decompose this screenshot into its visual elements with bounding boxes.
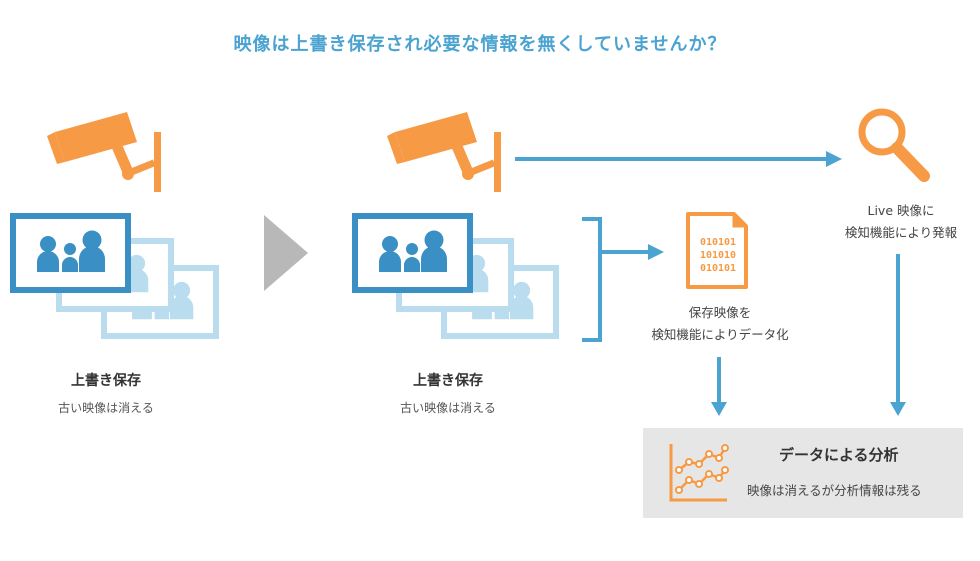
analysis-box: データによる分析 映像は消えるが分析情報は残る: [643, 428, 963, 518]
middle-camera-icon: [387, 112, 501, 192]
live-desc-line: Live 映像に: [867, 203, 935, 218]
file-desc-line: 検知機能によりデータ化: [651, 327, 789, 342]
file-description: 保存映像を 検知機能によりデータ化: [630, 302, 810, 346]
left-monitor-people-icon: [10, 213, 131, 293]
middle-label: 上書き保存: [413, 373, 483, 389]
left-label: 上書き保存: [71, 373, 141, 389]
binary-line: 010101: [699, 263, 737, 274]
page-title: 映像は上書き保存され必要な情報を無くしていませんか？: [233, 34, 727, 55]
left-sub: 古い映像は消える: [58, 401, 154, 415]
magnifier-icon: [858, 108, 930, 182]
left-camera-icon: [47, 112, 161, 192]
middle-sub: 古い映像は消える: [400, 401, 496, 415]
binary-line: 101010: [699, 250, 737, 261]
bracket: [582, 217, 602, 342]
file-desc-line: 保存映像を: [688, 305, 752, 320]
binary-line: 010101: [699, 237, 737, 248]
binary-text: 010101 101010 010101: [690, 236, 746, 275]
middle-monitor-people-icon: [352, 213, 473, 293]
line-chart-icon: [669, 444, 729, 502]
analysis-title: データによる分析: [779, 446, 899, 464]
live-description: Live 映像に 検知機能により発報: [826, 200, 976, 244]
chevron-right-icon: [264, 215, 308, 291]
analysis-sub: 映像は消えるが分析情報は残る: [747, 483, 922, 498]
binary-file-icon: [686, 212, 748, 289]
live-desc-line: 検知機能により発報: [844, 225, 958, 240]
